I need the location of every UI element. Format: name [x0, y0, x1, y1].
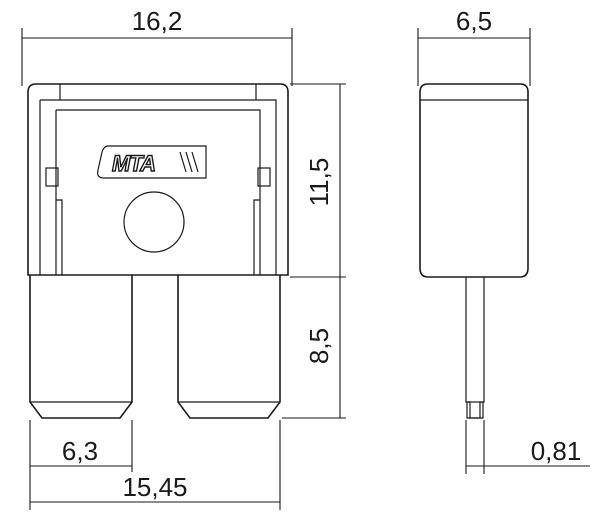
front-view: MTA [27, 83, 289, 419]
front-notch-right [257, 167, 271, 187]
dim-blade-width-label: 6,3 [62, 436, 98, 466]
mta-logo: MTA [97, 145, 207, 179]
dim-blade-height: 8,5 [282, 277, 346, 419]
dim-side-width: 6,5 [417, 6, 531, 86]
front-housing-outline [27, 83, 289, 276]
dim-top-width: 16,2 [21, 6, 293, 86]
blade-left [29, 275, 133, 419]
front-inner-panel [55, 109, 261, 275]
dim-side-width-label: 6,5 [456, 6, 492, 36]
side-blade [465, 277, 485, 419]
side-blade-tip [466, 401, 484, 419]
dim-total-width-label: 15,45 [122, 472, 187, 502]
dimension-lines: 16,2 6,5 11,5 8,5 6,3 [21, 6, 590, 510]
test-point-hole [123, 191, 185, 253]
dim-body-height: 11,5 [290, 83, 346, 278]
front-step-right [253, 199, 260, 275]
mta-logo-stripes [179, 151, 199, 173]
dim-blade-height-label: 8,5 [304, 328, 334, 364]
blade-right [177, 275, 281, 419]
dim-blade-width: 6,3 [29, 420, 133, 472]
side-housing-outline [419, 83, 529, 278]
dim-body-height-label: 11,5 [304, 158, 334, 207]
side-view [419, 83, 529, 419]
dim-total-width: 15,45 [29, 420, 281, 510]
front-notch-left [45, 167, 59, 187]
mta-logo-text: MTA [112, 151, 155, 176]
front-step-left [56, 199, 63, 275]
dim-top-width-label: 16,2 [132, 6, 183, 36]
dim-blade-thickness-label: 0,81 [531, 436, 582, 466]
front-housing-inner-frame [39, 99, 277, 275]
mta-logo-badge [97, 145, 207, 179]
dim-blade-thickness: 0,81 [465, 420, 590, 474]
